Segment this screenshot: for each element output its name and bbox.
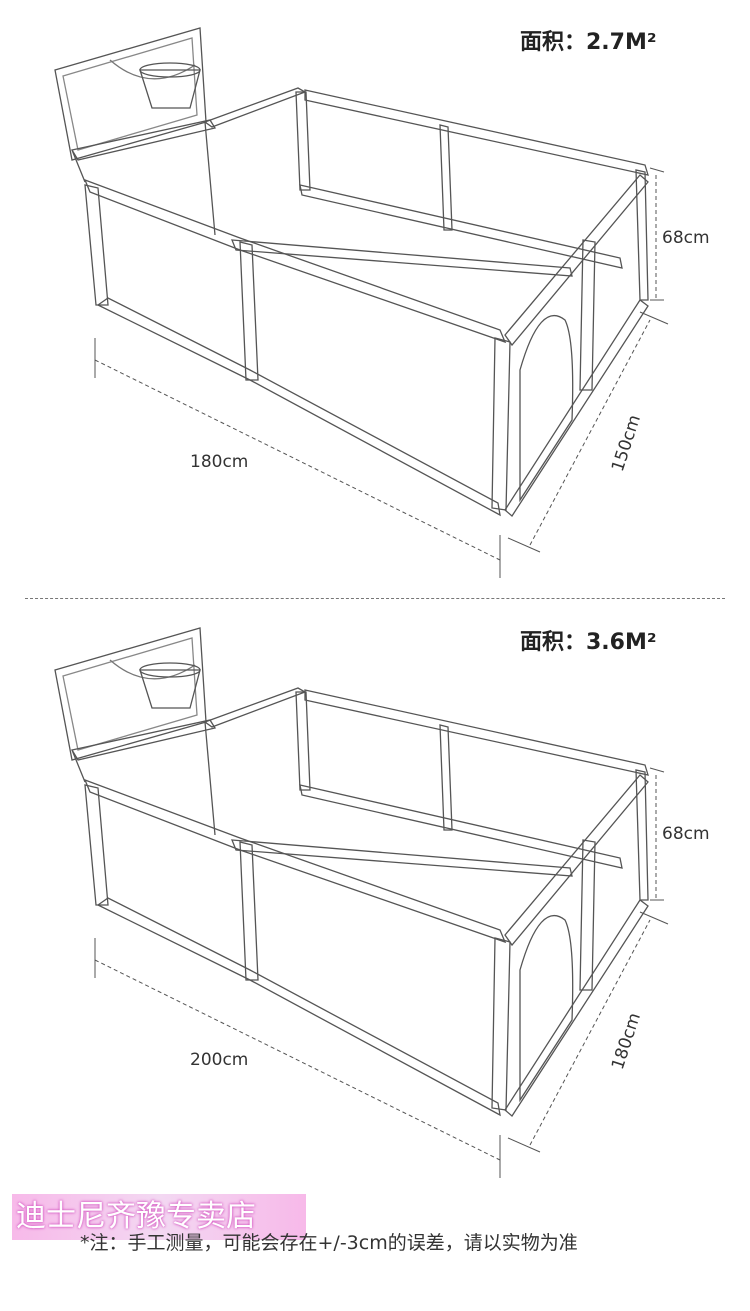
playpen-drawing-1 (54, 27, 669, 578)
measurement-note: *注：手工测量，可能会存在+/-3cm的误差，请以实物为准 (80, 1232, 578, 1254)
length-label: 200cm (190, 1050, 249, 1070)
area-label: 面积：2.7M² (520, 30, 657, 55)
store-watermark: 迪士尼齐豫专卖店 (12, 1194, 306, 1240)
height-label: 68cm (662, 824, 710, 844)
length-label: 180cm (190, 452, 249, 472)
playpen-diagram-1: 面积：2.7M² 68cm 180cm 150cm (0, 0, 750, 598)
playpen-drawing-2 (54, 627, 669, 1178)
height-label: 68cm (662, 228, 710, 248)
playpen-diagram-2: 面积：3.6M² 68cm 200cm 180cm (0, 600, 750, 1200)
area-label: 面积：3.6M² (520, 630, 657, 655)
dashed-divider (25, 598, 725, 599)
